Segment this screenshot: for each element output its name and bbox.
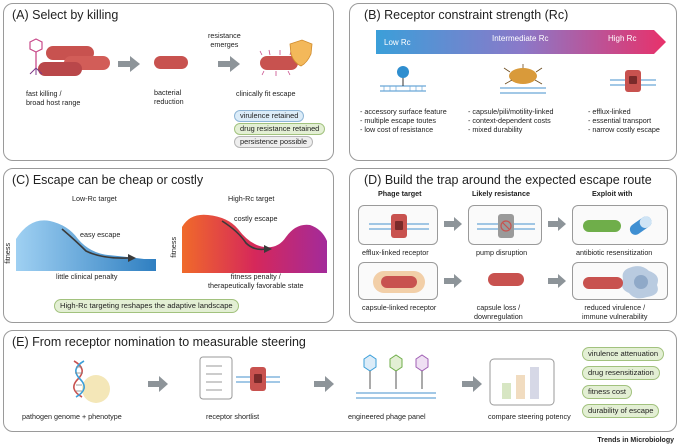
capsule-pili-icon [500,64,546,94]
shortlist-icon [199,356,280,400]
panel-c-title: (C) Escape can be cheap or costly [12,173,204,187]
bar-label-intermediate: Intermediate Rc [492,34,549,43]
rc-gradient-bar [376,30,666,54]
pill-fitness-cost: fitness cost [582,385,632,399]
step2-label: receptor shortlist [206,412,260,421]
capsule-receptor-icon [373,271,425,293]
panel-a: (A) Select by killing fast killing / bro… [3,3,334,161]
high-rc-title: High-Rc target [228,194,275,203]
panel-e: (E) From receptor nomination to measurab… [3,330,677,432]
col3-line2: - essential transport [588,116,652,125]
arrow-d3 [444,274,462,288]
panel-a-title: (A) Select by killing [12,8,119,22]
resistant-bacterium-shield [259,39,313,76]
col3-line3: - narrow costly escape [588,125,660,134]
high-rc-landscape [182,214,327,273]
box-immune-vulnerability [572,262,668,300]
single-bacterium [154,56,188,69]
row1-target-label: efflux-linked receptor [362,248,429,257]
pill-persistence-possible: persistence possible [234,136,313,148]
step3-label: engineered phage panel [348,412,426,421]
surface-feature-icon [380,66,426,92]
arrow-a2 [218,56,240,72]
head-phage-target: Phage target [378,189,422,198]
step1-label: pathogen genome + phenotype [22,412,122,421]
bar-label-high: High Rc [608,34,637,43]
low-rc-landscape [16,220,156,271]
head-exploit-with: Exploit with [592,189,633,198]
col3-line1: - efflux-linked [588,107,631,116]
panel-b-title: (B) Receptor constraint strength (Rc) [364,8,569,22]
low-ylabel: fitness [3,242,13,264]
bar-chart-icon [489,358,555,406]
panel-d-title: (D) Build the trap around the expected e… [364,173,652,187]
arrow-e1 [148,376,168,392]
row1-exploit-label: antibiotic resensitization [576,248,653,257]
col1-line3: - low cost of resistance [360,125,434,134]
pill-drug-resensitization: drug resensitization [582,366,660,380]
step4-label: compare steering potency [488,412,571,421]
panel-b: (B) Receptor constraint strength (Rc) Lo… [349,3,677,161]
low-little-penalty: little clinical penalty [56,272,118,281]
antibiotic-pill-icon [583,216,652,235]
box-efflux-receptor [358,205,438,245]
row2-exploit-label: reduced virulence / immune vulnerability [582,303,648,321]
label-clinically-fit-escape: clinically fit escape [236,89,296,98]
row2-resistance-label: capsule loss / downregulation [474,303,523,321]
panel-d: (D) Build the trap around the expected e… [349,168,677,323]
high-costly-escape: costly escape [234,214,278,223]
row1-resistance-label: pump disruption [476,248,528,257]
phage-attack-illustration [29,38,110,76]
col2-line3: - mixed durability [468,125,523,134]
high-fitness-penalty: fitness penalty / therapeutically favora… [208,272,304,290]
capsule-loss-icon [488,273,524,286]
journal-brand: Trends in Microbiology [597,437,674,444]
panel-c: (C) Escape can be cheap or costly Low-Rc… [3,168,334,323]
phage-panel-icon [356,354,436,399]
arrow-e3 [462,376,482,392]
disrupted-pump-icon [477,214,535,238]
label-bacterial-reduction: bacterial reduction [154,88,184,106]
box-pump-disruption [468,205,542,245]
head-likely-resistance: Likely resistance [472,189,530,198]
low-rc-title: Low-Rc target [72,194,117,203]
efflux-receptor-icon [369,214,429,238]
row2-target-label: capsule-linked receptor [362,303,437,312]
box-antibiotic-resensitization [572,205,668,245]
box-capsule-receptor [358,262,438,300]
col1-line2: - multiple escape toutes [360,116,436,125]
col2-line2: - context-dependent costs [468,116,551,125]
low-easy-escape: easy escape [80,230,121,239]
efflux-pump-icon [610,70,656,92]
pill-drug-resistance-retained: drug resistance retained [234,123,326,135]
label-resistance-emerges: resistance emerges [208,31,241,49]
pill-virulence-retained: virulence retained [234,110,305,122]
arrow-d1 [444,217,462,231]
immune-cell-icon [583,266,658,299]
col1-line1: - accessory surface feature [360,107,447,116]
arrow-d2 [548,217,566,231]
panel-c-footer-pill: High-Rc targeting reshapes the adaptive … [54,299,239,313]
label-fast-killing: fast killing / broad host range [26,89,81,107]
pill-durability-of-escape: durability of escape [582,404,660,418]
col2-line1: - capsule/pili/motility-linked [468,107,554,116]
bar-label-low: Low Rc [384,38,411,47]
arrow-a1 [118,56,140,72]
pill-virulence-attenuation: virulence attenuation [582,347,665,361]
high-ylabel: fitness [169,236,179,258]
arrow-e2 [314,376,334,392]
arrow-d4 [548,274,566,288]
panel-e-title: (E) From receptor nomination to measurab… [12,335,306,349]
genome-icon [73,360,110,403]
